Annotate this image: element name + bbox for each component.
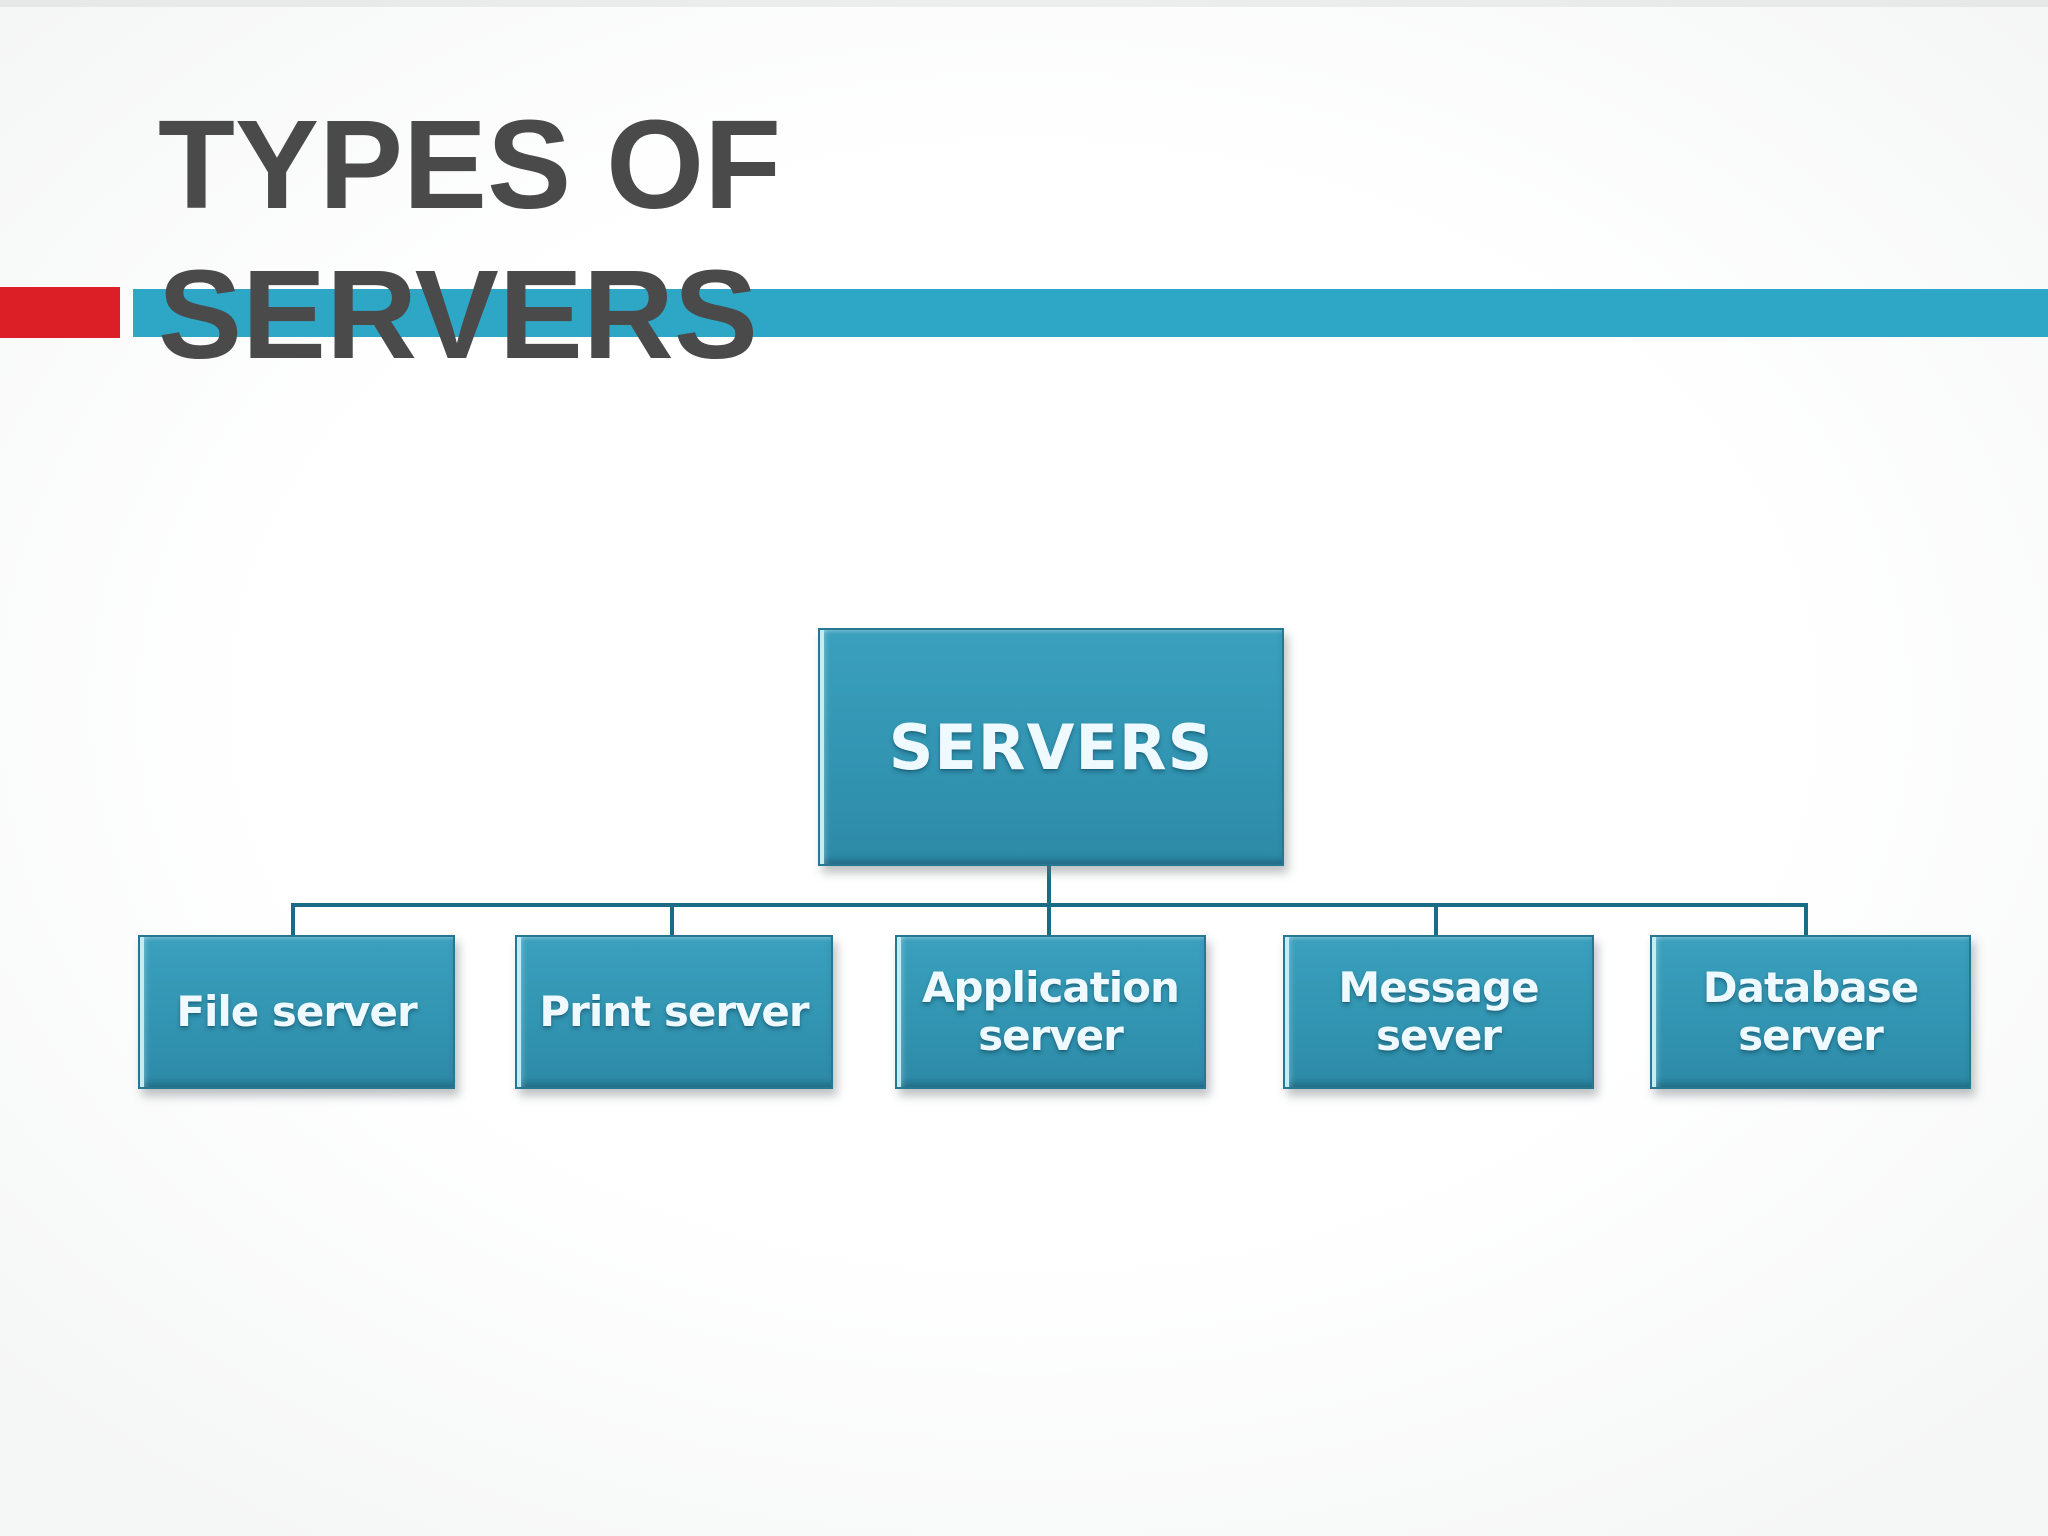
- org-box-print-server: Print server: [515, 935, 833, 1089]
- org-box-database-server-label: Database server: [1702, 963, 1920, 1060]
- org-box-database-server: Database server: [1650, 935, 1971, 1089]
- org-box-servers: SERVERS: [818, 628, 1284, 866]
- connector-drop-message-sever: [1434, 903, 1438, 937]
- connector-drop-print-server: [670, 903, 674, 937]
- org-box-application-server-label: Application server: [922, 963, 1180, 1060]
- org-box-message-sever-label: Message sever: [1338, 963, 1539, 1060]
- connector-drop-application-server: [1047, 903, 1051, 937]
- slide-title: TYPES OF SERVERS: [158, 90, 781, 390]
- org-box-file-server: File server: [138, 935, 455, 1089]
- slide-top-edge: [0, 0, 2048, 7]
- connector-drop-file-server: [291, 903, 295, 937]
- teal-accent-band: [133, 289, 2048, 337]
- connector-drop-database-server: [1804, 903, 1808, 937]
- org-box-file-server-label: File server: [176, 987, 417, 1036]
- title-line-1: TYPES OF: [158, 94, 782, 235]
- connector-root-drop: [1047, 860, 1051, 907]
- red-accent-bar: [0, 287, 120, 338]
- org-box-message-sever: Message sever: [1283, 935, 1594, 1089]
- org-box-print-server-label: Print server: [539, 987, 809, 1036]
- title-line-2: SERVERS: [158, 244, 758, 385]
- org-box-servers-label: SERVERS: [888, 710, 1214, 784]
- org-box-application-server: Application server: [895, 935, 1206, 1089]
